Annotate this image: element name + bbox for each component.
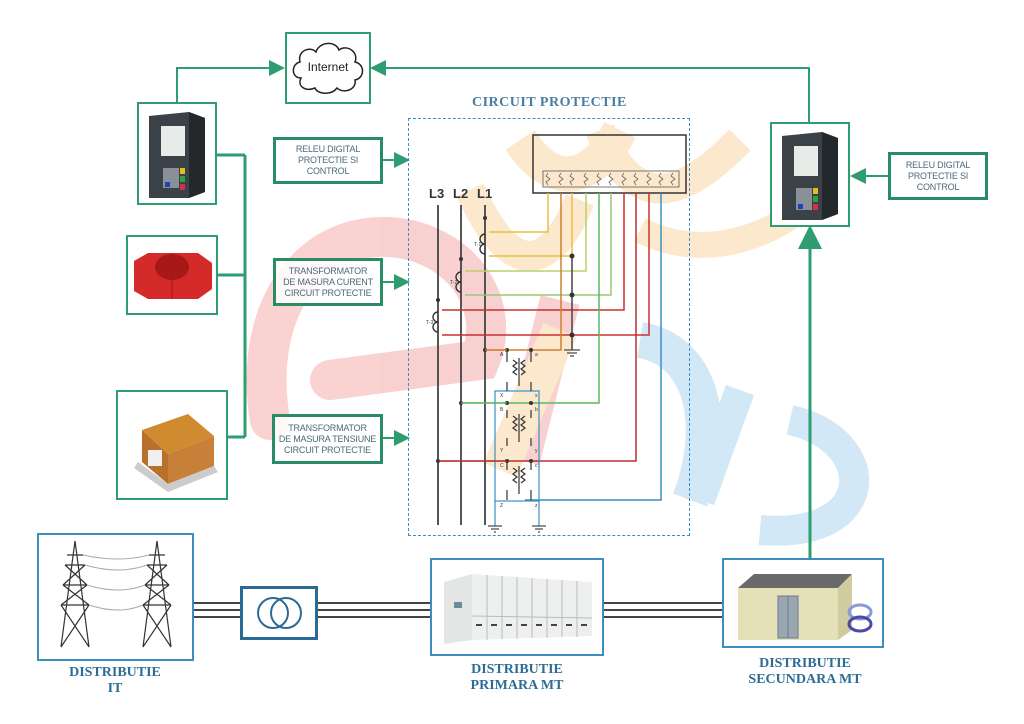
terminal-5: [596, 172, 602, 186]
distribution-primary-box: [430, 558, 604, 656]
ct-label-3: T-3: [426, 320, 433, 326]
ct-coil-3: [432, 311, 439, 333]
vt-winding-3: [506, 462, 532, 500]
relay-to-internet-line: [176, 60, 285, 102]
svg-text:A: A: [500, 352, 504, 358]
transmission-tower-icon: [60, 540, 172, 648]
substation-icon: [738, 574, 873, 640]
terminal-block: [532, 134, 687, 194]
distribution-secondary-box: [722, 558, 884, 648]
terminal-8: [633, 172, 639, 186]
svg-text:c: c: [535, 463, 538, 469]
relay-icon: [149, 112, 205, 198]
svg-text:C: C: [500, 463, 504, 469]
power-transformer-symbol: [240, 586, 318, 640]
svg-text:b: b: [535, 407, 538, 413]
circuit-title: CIRCUIT PROTECTIE: [472, 95, 627, 110]
relay-right-to-internet-line: [370, 60, 810, 122]
ct-icon: [134, 253, 212, 299]
terminal-10: [658, 172, 664, 186]
vt-winding-2: [506, 410, 532, 446]
svg-text:z: z: [535, 503, 538, 509]
terminal-2: [558, 172, 564, 186]
terminal-11: [670, 172, 676, 186]
transformer-icon: [257, 597, 302, 629]
terminal-4: [583, 172, 589, 186]
internet-label: Internet: [307, 60, 349, 74]
ct-coil-1: [479, 233, 486, 255]
phase-label-l1: L1: [477, 186, 492, 201]
ct-label-1: T-1: [474, 242, 481, 248]
circuit-frame: [408, 118, 690, 536]
cloud-icon: [292, 42, 364, 94]
svg-text:a: a: [535, 352, 538, 358]
phase-label-l3: L3: [429, 186, 444, 201]
relay-device-right: [770, 122, 850, 227]
vt-winding-1: [506, 352, 532, 391]
distribution-it-box: [37, 533, 194, 661]
relay-icon-right: [782, 132, 838, 220]
ct-label-2: T-2: [450, 280, 457, 286]
terminal-1: [545, 172, 551, 186]
svg-text:Y: Y: [500, 448, 504, 454]
svg-text:B: B: [500, 407, 504, 413]
terminal-7: [621, 172, 627, 186]
svg-text:X: X: [500, 393, 504, 399]
svg-text:y: y: [535, 448, 538, 454]
relay-device-left: [137, 102, 217, 205]
svg-text:x: x: [535, 393, 538, 399]
ground-icon: [564, 349, 580, 357]
switchgear-icon: [444, 574, 593, 644]
terminal-9: [646, 172, 652, 186]
svg-text:Z: Z: [500, 503, 503, 509]
voltage-transformer-image: [116, 390, 228, 500]
ct-coil-2: [455, 271, 462, 293]
current-transformer-image: [126, 235, 218, 315]
terminal-3: [569, 172, 575, 186]
phase-label-l2: L2: [453, 186, 468, 201]
vt-icon: [134, 414, 218, 492]
terminal-6: [608, 172, 614, 186]
